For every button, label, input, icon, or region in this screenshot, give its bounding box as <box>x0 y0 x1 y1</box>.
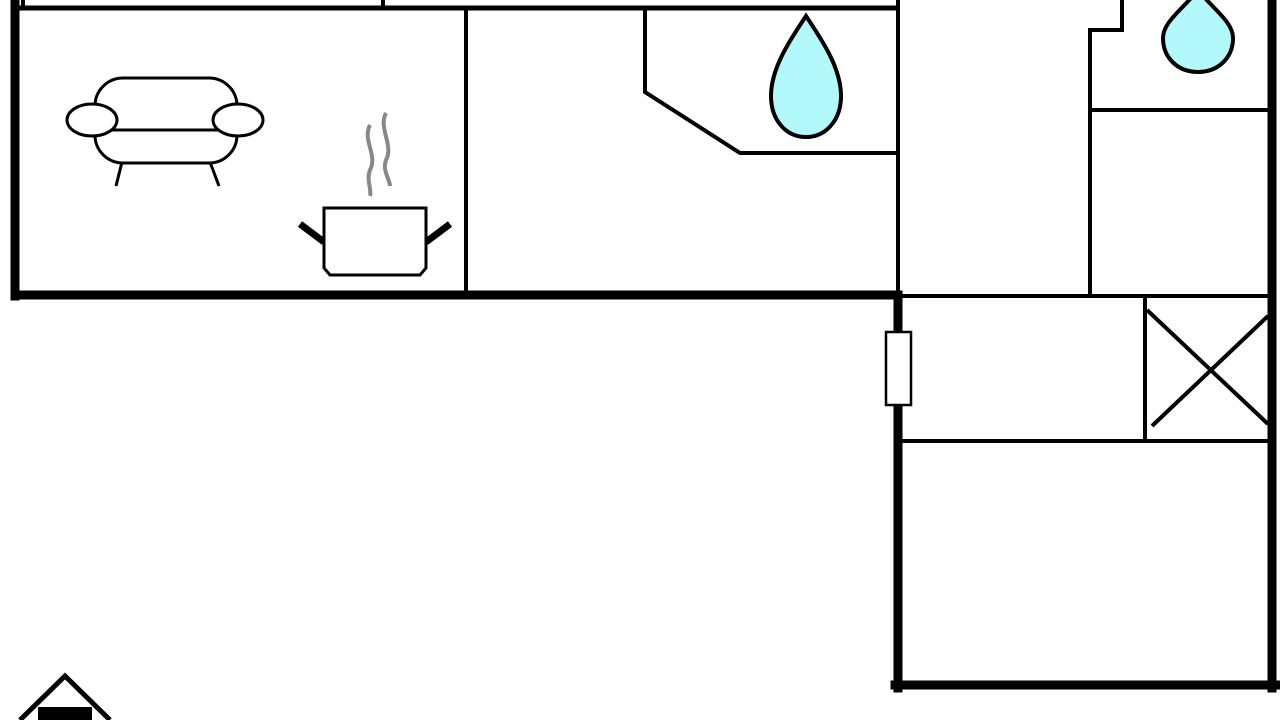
wall-bath2 <box>1088 0 1124 296</box>
walls <box>10 0 1280 693</box>
house-icon <box>18 672 112 720</box>
sofa-icon <box>65 76 265 187</box>
steam-icon <box>365 112 392 197</box>
cooking-pot-icon <box>297 112 453 277</box>
staircase-cross-icon <box>1145 308 1270 428</box>
water-drop-icon <box>1160 0 1236 75</box>
wall-bathroom <box>643 8 897 155</box>
water-drop-icon <box>768 12 844 140</box>
window-icon <box>884 330 913 407</box>
